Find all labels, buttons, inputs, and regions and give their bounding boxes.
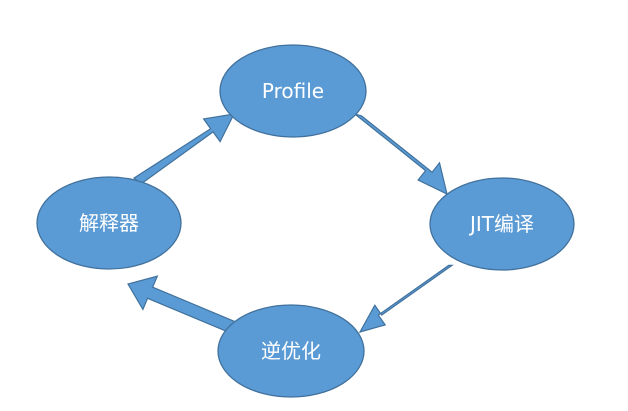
interp-label: 解释器: [79, 211, 139, 235]
deopt-ellipse: [217, 304, 365, 398]
node-jit: JIT编译: [429, 177, 575, 271]
jit-label: JIT编译: [468, 212, 534, 236]
node-profile: Profile: [219, 44, 367, 138]
arrow-interp-to-profile: [132, 113, 236, 185]
node-deopt: 逆优化: [217, 304, 365, 398]
interp-ellipse: [36, 176, 182, 270]
arrow-deopt-to-interp: [127, 275, 237, 334]
profile-label: Profile: [262, 79, 324, 103]
node-interp: 解释器: [36, 176, 182, 270]
jit-ellipse: [429, 177, 575, 271]
arrow-profile-to-jit: [354, 113, 448, 196]
deopt-label: 逆优化: [261, 339, 321, 363]
arrow-jit-to-deopt: [358, 264, 454, 333]
profile-ellipse: [219, 44, 367, 138]
